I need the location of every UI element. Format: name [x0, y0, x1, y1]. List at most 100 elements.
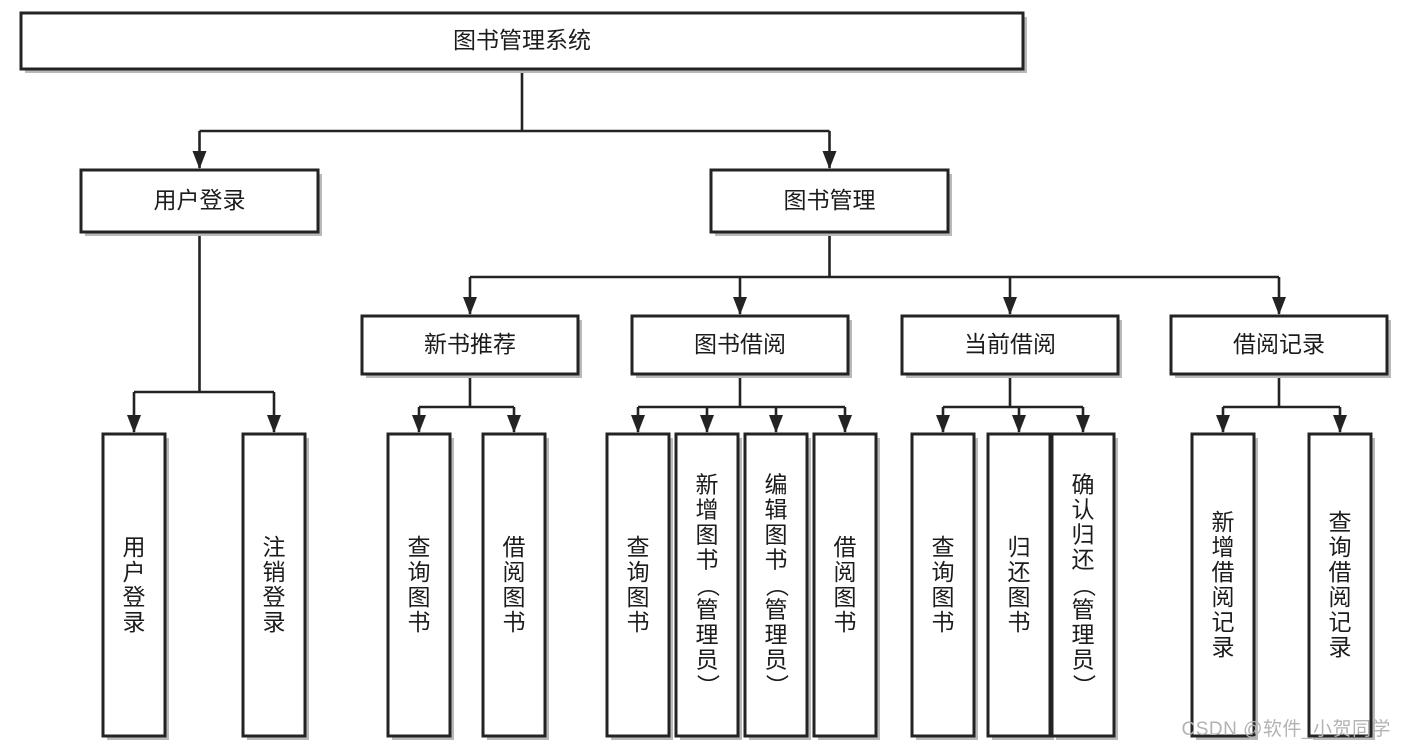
node-label-char: 编: [765, 472, 788, 498]
node-box[interactable]: [241, 432, 307, 738]
node-box[interactable]: [605, 432, 671, 738]
node-box[interactable]: [481, 432, 547, 738]
node-label-char: 询: [932, 559, 955, 585]
node-label-char: 新: [696, 472, 719, 498]
node-label: 图书管理: [784, 187, 876, 213]
node-label-char: 录: [263, 609, 286, 635]
node-label-char: 确: [1072, 472, 1095, 498]
node-label-char: 查: [1329, 509, 1352, 535]
arrow-head-icon: [838, 415, 852, 433]
arrow-head-icon: [1216, 415, 1230, 433]
node-box[interactable]: [674, 432, 740, 738]
node-label-char: 还: [1008, 559, 1031, 585]
node-label-char: 还: [1072, 547, 1095, 573]
node-box[interactable]: [1190, 432, 1256, 738]
node-label-char: 书: [765, 547, 788, 573]
node-box[interactable]: [709, 168, 950, 234]
node-label-char: 阅: [1329, 584, 1352, 610]
node-box[interactable]: [630, 314, 850, 376]
arrow-head-icon: [1076, 415, 1090, 433]
node-label-char: （: [764, 574, 790, 597]
node-label-char: （: [695, 574, 721, 597]
node-box[interactable]: [900, 314, 1120, 376]
node-current-borrow[interactable]: 当前借阅: [900, 314, 1122, 378]
node-label-char: 理: [696, 622, 719, 648]
node-label-char: 图: [834, 584, 857, 610]
node-book-manage[interactable]: 图书管理: [709, 168, 952, 236]
node-label: 新书推荐: [424, 331, 516, 357]
node-box[interactable]: [1169, 314, 1389, 376]
node-label-char: 阅: [834, 559, 857, 585]
node-layer: 图书管理系统用户登录图书管理新书推荐图书借阅当前借阅借阅记录用户登录注销登录查询…: [19, 11, 1391, 740]
node-label-char: 询: [627, 559, 650, 585]
watermark-text: CSDN @软件_小贺同学: [1181, 719, 1391, 740]
node-label-char: 员: [696, 647, 719, 673]
node-box[interactable]: [101, 432, 167, 738]
node-box[interactable]: [386, 432, 452, 738]
node-label-char: 图: [696, 522, 719, 548]
node-label-char: 理: [765, 622, 788, 648]
node-label-char: 管: [765, 597, 788, 623]
node-label-char: 书: [627, 609, 650, 635]
arrow-head-icon: [700, 415, 714, 433]
node-label-char: 书: [932, 609, 955, 635]
node-label-char: 图: [503, 584, 526, 610]
node-label-char: 图: [627, 584, 650, 610]
node-label-char: 书: [408, 609, 431, 635]
arrow-head-icon: [631, 415, 645, 433]
arrow-head-icon: [267, 415, 281, 433]
node-label-char: 借: [1212, 559, 1235, 585]
node-box[interactable]: [1050, 432, 1116, 738]
node-box[interactable]: [910, 432, 976, 738]
arrow-head-icon: [507, 415, 521, 433]
node-borrow-record[interactable]: 借阅记录: [1169, 314, 1391, 378]
node-box[interactable]: [79, 168, 320, 234]
node-box[interactable]: [1307, 432, 1373, 738]
arrow-head-icon: [1003, 297, 1017, 315]
node-new-book-recommend[interactable]: 新书推荐: [360, 314, 582, 378]
node-label-char: 登: [123, 584, 146, 610]
node-label-char: 书: [503, 609, 526, 635]
node-root-title[interactable]: 图书管理系统: [19, 11, 1027, 73]
node-label-char: ）: [695, 674, 721, 697]
arrow-head-icon: [192, 151, 207, 169]
node-label-char: 阅: [1212, 584, 1235, 610]
node-box[interactable]: [19, 11, 1025, 71]
node-book-borrow[interactable]: 图书借阅: [630, 314, 852, 378]
node-box[interactable]: [743, 432, 809, 738]
node-label-char: 录: [123, 609, 146, 635]
node-box[interactable]: [360, 314, 580, 376]
node-label-char: 辑: [765, 497, 788, 523]
node-label-char: 图: [765, 522, 788, 548]
node-label: 当前借阅: [964, 331, 1056, 357]
node-user-login[interactable]: 用户登录: [79, 168, 322, 236]
node-leaf-user-login[interactable]: 用户登录: [101, 432, 169, 740]
node-box[interactable]: [812, 432, 878, 738]
node-label-char: 书: [696, 547, 719, 573]
node-label-char: 增: [1212, 534, 1235, 560]
node-label-char: 查: [932, 534, 955, 560]
node-label: 借阅记录: [1233, 331, 1325, 357]
node-label-char: 登: [263, 584, 286, 610]
node-label-char: 询: [408, 559, 431, 585]
node-label-char: ）: [764, 674, 790, 697]
node-box[interactable]: [986, 432, 1052, 738]
edge-layer: [127, 69, 1347, 433]
arrow-head-icon: [822, 151, 837, 169]
arrow-head-icon: [463, 297, 477, 315]
node-label-char: 增: [696, 497, 719, 523]
